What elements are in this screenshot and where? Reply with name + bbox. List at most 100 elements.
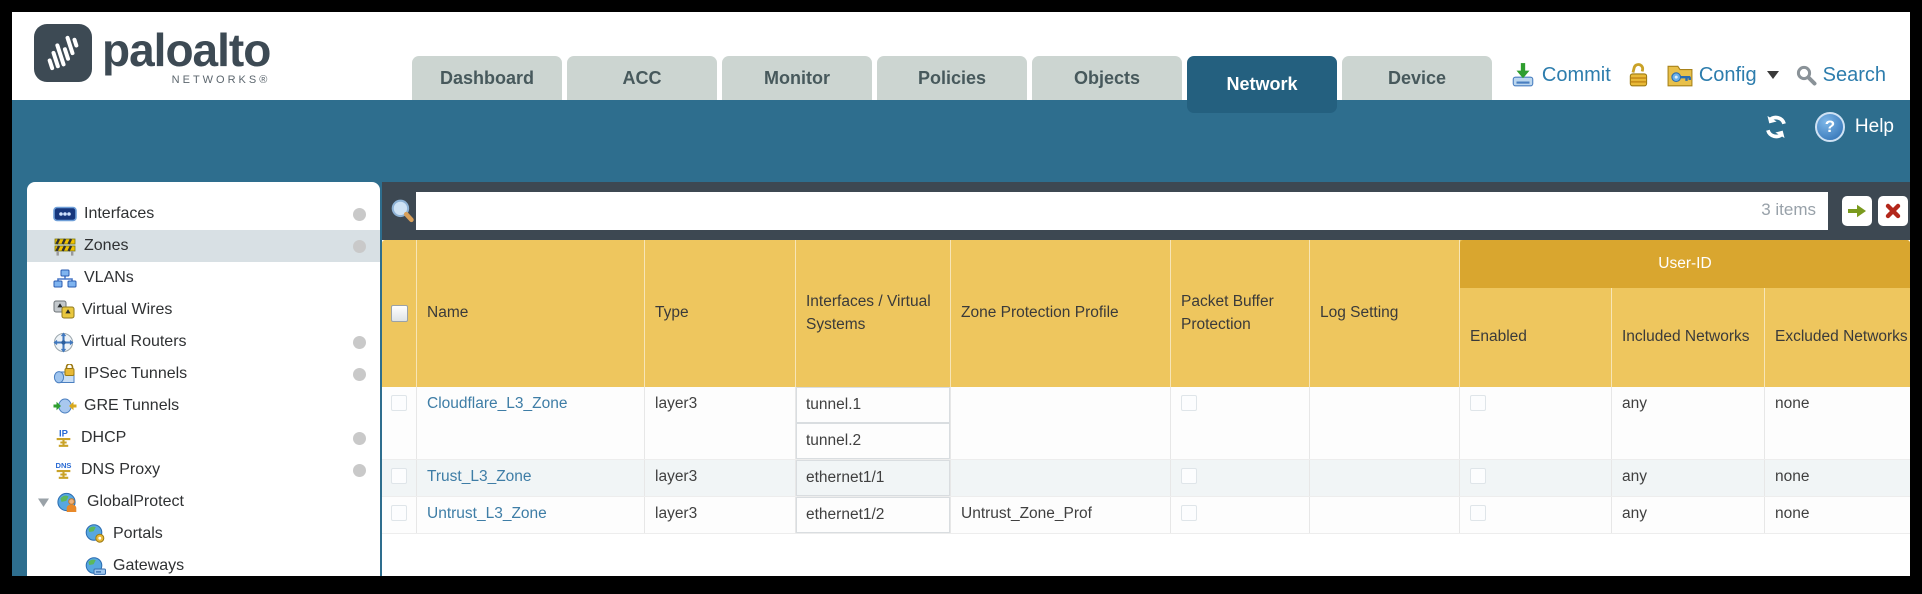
user-id-enabled-cell	[1460, 497, 1612, 533]
zone-name-link[interactable]: Trust_L3_Zone	[427, 468, 532, 485]
sidebar-item-label: Zones	[84, 237, 129, 254]
enabled-checkbox[interactable]	[1470, 505, 1486, 521]
packet-buffer-protection-cell	[1171, 460, 1310, 496]
vlans-icon	[53, 269, 77, 288]
enabled-checkbox[interactable]	[1470, 468, 1486, 484]
brand-logo: paloalto NETWORKS®	[34, 24, 271, 86]
tab-network[interactable]: Network	[1187, 56, 1337, 113]
col-packet-buffer-protection[interactable]: Packet Buffer Protection	[1171, 240, 1310, 387]
dns-proxy-icon: DNS	[53, 460, 74, 481]
table-row: Untrust_L3_Zone layer3 ethernet1/2 Untru…	[382, 497, 1910, 534]
zones-table-body: Cloudflare_L3_Zone layer3 tunnel.1 tunne…	[382, 387, 1910, 534]
sidebar-item-globalprotect[interactable]: GlobalProtect	[27, 486, 380, 518]
select-all-checkbox[interactable]	[390, 305, 408, 322]
packet-buffer-checkbox[interactable]	[1181, 395, 1197, 411]
sidebar-item-dns-proxy[interactable]: DNS DNS Proxy	[27, 454, 380, 486]
col-log-setting[interactable]: Log Setting	[1310, 240, 1460, 387]
sidebar-item-portals[interactable]: Portals	[27, 518, 380, 550]
sidebar-item-gre-tunnels[interactable]: GRE Tunnels	[27, 390, 380, 422]
status-dot	[353, 432, 366, 445]
col-interfaces[interactable]: Interfaces / Virtual Systems	[796, 240, 951, 387]
top-header: paloalto NETWORKS® Dashboard ACC Monitor…	[12, 12, 1910, 113]
zones-icon	[53, 237, 77, 256]
sidebar-item-gateways[interactable]: Gateways	[27, 550, 380, 576]
status-dot	[353, 464, 366, 477]
row-checkbox[interactable]	[391, 505, 407, 521]
table-header: Name Type Interfaces / Virtual Systems Z…	[382, 240, 1910, 387]
sidebar-item-vlans[interactable]: VLANs	[27, 262, 380, 294]
commit-button[interactable]: Commit	[1510, 62, 1611, 88]
sidebar-item-virtual-wires[interactable]: Virtual Wires	[27, 294, 380, 326]
zone-type: layer3	[645, 387, 796, 459]
clear-filter-button[interactable]	[1878, 196, 1908, 226]
sidebar-item-ipsec-tunnels[interactable]: IPSec Tunnels	[27, 358, 380, 390]
sidebar-item-label: GRE Tunnels	[84, 397, 180, 414]
col-name[interactable]: Name	[417, 240, 645, 387]
zone-name-link[interactable]: Untrust_L3_Zone	[427, 505, 547, 522]
help-label[interactable]: Help	[1854, 116, 1894, 137]
zone-protection-profile	[951, 460, 1171, 496]
sidebar-item-label: Interfaces	[84, 205, 155, 222]
col-included-networks[interactable]: Included Networks	[1612, 288, 1765, 387]
tab-monitor[interactable]: Monitor	[722, 56, 872, 100]
lock-button[interactable]	[1627, 62, 1651, 88]
ipsec-tunnels-icon	[53, 364, 77, 384]
log-setting	[1310, 387, 1460, 459]
tab-policies[interactable]: Policies	[877, 56, 1027, 100]
sidebar-item-label: GlobalProtect	[87, 493, 184, 510]
commit-label: Commit	[1541, 63, 1611, 86]
portals-icon	[85, 524, 106, 544]
row-checkbox[interactable]	[391, 468, 407, 484]
col-enabled[interactable]: Enabled	[1460, 288, 1612, 387]
sidebar-item-dhcp[interactable]: IP DHCP	[27, 422, 380, 454]
zone-type: layer3	[645, 460, 796, 496]
sidebar-item-label: Virtual Routers	[81, 333, 187, 350]
brand-tagline: NETWORKS®	[171, 74, 271, 86]
sidebar-item-label: Portals	[113, 525, 163, 542]
packet-buffer-checkbox[interactable]	[1181, 505, 1197, 521]
enabled-checkbox[interactable]	[1470, 395, 1486, 411]
zone-interfaces: ethernet1/1	[796, 460, 951, 496]
zone-interfaces: tunnel.1 tunnel.2	[796, 387, 951, 459]
excluded-networks: none	[1775, 395, 1810, 412]
config-icon	[1667, 63, 1693, 87]
row-checkbox[interactable]	[391, 395, 407, 411]
included-networks: any	[1612, 387, 1765, 459]
apply-filter-button[interactable]	[1842, 196, 1872, 226]
items-count: 3 items	[1761, 200, 1816, 219]
status-dot	[353, 368, 366, 381]
unlock-icon	[1627, 62, 1651, 88]
brand-word: paloalto	[102, 24, 271, 76]
interface-value: ethernet1/1	[796, 460, 950, 496]
expander-triangle-icon[interactable]	[37, 497, 50, 508]
packet-buffer-checkbox[interactable]	[1181, 468, 1197, 484]
tab-objects[interactable]: Objects	[1032, 56, 1182, 100]
tab-acc[interactable]: ACC	[567, 56, 717, 100]
filter-magnifier-icon	[390, 198, 415, 225]
help-icon[interactable]: ?	[1814, 112, 1845, 142]
sidebar-item-virtual-routers[interactable]: Virtual Routers	[27, 326, 380, 358]
col-zone-protection-profile[interactable]: Zone Protection Profile	[951, 240, 1171, 387]
tab-dashboard[interactable]: Dashboard	[412, 56, 562, 100]
user-id-enabled-cell	[1460, 387, 1612, 459]
header-actions: Commit	[1494, 62, 1886, 88]
zone-protection-profile	[951, 387, 1171, 459]
sidebar-item-label: Gateways	[113, 557, 185, 574]
tab-device[interactable]: Device	[1342, 56, 1492, 100]
zone-name-link[interactable]: Cloudflare_L3_Zone	[427, 395, 568, 412]
filter-input[interactable]	[416, 192, 1828, 230]
virtual-routers-icon	[53, 332, 74, 353]
global-search-button[interactable]: Search	[1795, 64, 1886, 87]
packet-buffer-protection-cell	[1171, 497, 1310, 533]
col-excluded-networks[interactable]: Excluded Networks	[1775, 328, 1908, 346]
sidebar-item-label: DNS Proxy	[81, 461, 161, 478]
refresh-icon[interactable]	[1761, 114, 1791, 140]
virtual-wires-icon	[53, 300, 75, 320]
sidebar-item-interfaces[interactable]: Interfaces	[27, 198, 380, 230]
sidebar-item-label: DHCP	[81, 429, 127, 446]
col-type[interactable]: Type	[645, 240, 796, 387]
sidebar-item-zones[interactable]: Zones	[27, 230, 380, 262]
svg-text:DNS: DNS	[56, 460, 72, 469]
config-button[interactable]: Config	[1667, 63, 1779, 87]
